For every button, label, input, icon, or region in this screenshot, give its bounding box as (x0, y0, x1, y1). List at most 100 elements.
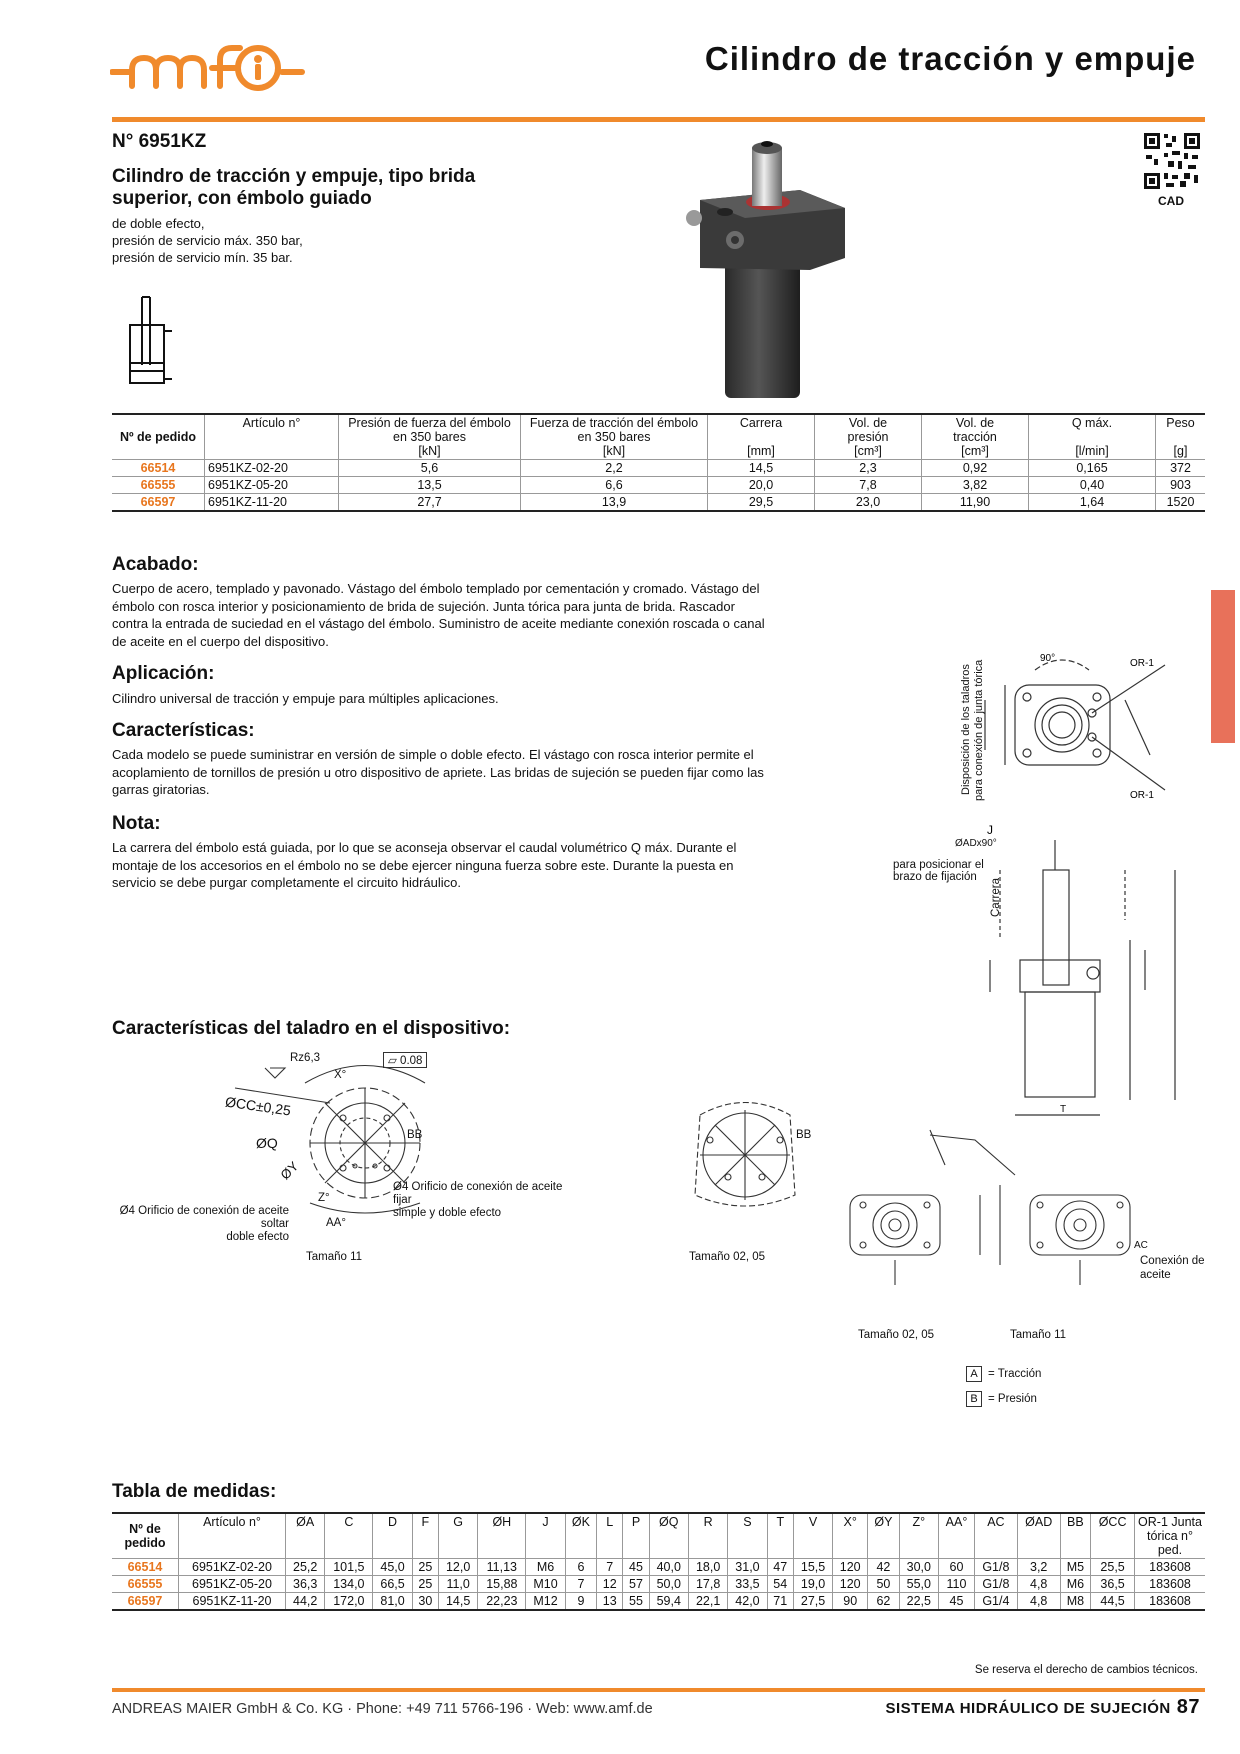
table-cell: 372 (1155, 459, 1205, 477)
system-label: SISTEMA HIDRÁULICO DE SUJECIÓN (885, 1700, 1171, 1717)
bb-label: BB (407, 1129, 423, 1141)
table-cell: 15,88 (477, 1575, 526, 1593)
bb2-label: BB (796, 1129, 812, 1141)
col-header: F (411, 1513, 439, 1559)
nota-text: La carrera del émbolo está guiada, por l… (112, 840, 737, 890)
stroke-label: Carrera (990, 878, 1002, 917)
product-sub-line: presión de servicio mín. 35 bar. (112, 250, 293, 265)
z-label: Z° (318, 1192, 330, 1204)
col-header: D (372, 1513, 413, 1559)
table-cell: 22,1 (687, 1592, 728, 1610)
table-cell: 120 (832, 1558, 868, 1576)
table-cell: 36,3 (284, 1575, 325, 1593)
table-cell: 30,0 (898, 1558, 939, 1576)
acabado-text: Cuerpo de acero, templado y pavonado. Vá… (112, 581, 765, 649)
table-cell: 55 (622, 1592, 650, 1610)
table-cell: 62 (867, 1592, 900, 1610)
col-header: V (792, 1513, 833, 1559)
table-cell: 7,8 (814, 476, 922, 494)
table-cell: 50,0 (648, 1575, 689, 1593)
section-tab[interactable] (1211, 590, 1235, 743)
order-number[interactable]: 66597 (112, 493, 205, 511)
page-number: 87 (1176, 1696, 1200, 1718)
col-header: OR-1 Junta tórica n° ped. (1134, 1513, 1205, 1559)
table-cell: 7 (564, 1575, 597, 1593)
rotated-label-1: Disposición de los taladros (960, 664, 972, 795)
table-cell: 14,5 (437, 1592, 478, 1610)
table-cell: 9 (564, 1592, 597, 1610)
taladro-heading: Características del taladro en el dispos… (112, 1018, 511, 1039)
spec-table: Nº de pedido Artículo n° Presión de fuer… (112, 413, 1205, 512)
table-cell: 57 (622, 1575, 650, 1593)
table-cell: 903 (1155, 476, 1205, 494)
table-cell: 5,6 (338, 459, 521, 477)
table-cell: 6951KZ-11-20 (204, 493, 339, 511)
table-cell: 50 (867, 1575, 900, 1593)
table-cell: 3,82 (921, 476, 1029, 494)
ad-label: ØADx90° (955, 838, 997, 849)
footer-rule (112, 1688, 1205, 1692)
table-cell: 40,0 (648, 1558, 689, 1576)
table-cell: 4,8 (1016, 1575, 1061, 1593)
table-cell: 22,23 (477, 1592, 526, 1610)
x-deg-label: X° (334, 1069, 347, 1081)
table-cell: 11,90 (921, 493, 1029, 511)
col-header: R (687, 1513, 728, 1559)
table-cell: 7 (596, 1558, 623, 1576)
col-order: Nº de pedido (124, 1522, 166, 1550)
order-number[interactable]: 66555 (112, 1575, 179, 1593)
order-number[interactable]: 66597 (112, 1592, 179, 1610)
table-cell: 20,0 (707, 476, 815, 494)
col-header: C (324, 1513, 373, 1559)
table-cell: 42 (867, 1558, 900, 1576)
order-number[interactable]: 66514 (112, 1558, 179, 1576)
footer-section: SISTEMA HIDRÁULICO DE SUJECIÓN 87 (885, 1696, 1200, 1719)
table-cell: 134,0 (324, 1575, 373, 1593)
size11-caption: Tamaño 11 (306, 1251, 363, 1263)
table-cell: 12,0 (437, 1558, 478, 1576)
header-rule (112, 117, 1205, 122)
table-cell: 15,5 (792, 1558, 833, 1576)
col-header: G (437, 1513, 478, 1559)
product-sub-line: de doble efecto, (112, 216, 205, 231)
order-number[interactable]: 66514 (112, 459, 205, 477)
size0205-caption: Tamaño 02, 05 (689, 1251, 766, 1263)
table-cell: 6951KZ-05-20 (178, 1575, 286, 1593)
col-header: ØCC (1090, 1513, 1135, 1559)
table-cell: 33,5 (727, 1575, 768, 1593)
product-photo (680, 138, 845, 408)
product-heading: Cilindro de tracción y empuje, tipo brid… (112, 166, 476, 209)
side-view-drawing: J (985, 820, 1205, 1120)
bore-size11-drawing (215, 1058, 445, 1238)
q-label: ØQ (256, 1135, 278, 1151)
table-cell: 1,64 (1028, 493, 1156, 511)
order-number[interactable]: 66555 (112, 476, 205, 494)
col-header: Z° (898, 1513, 939, 1559)
table-cell: 0,40 (1028, 476, 1156, 494)
table-cell: 6951KZ-05-20 (204, 476, 339, 494)
caracteristicas-heading: Características: (112, 720, 255, 741)
qr-code[interactable] (1142, 131, 1202, 191)
table-cell: 22,5 (898, 1592, 939, 1610)
table-cell: 14,5 (707, 459, 815, 477)
col-header: ØQ (648, 1513, 689, 1559)
col-header: ØA (284, 1513, 325, 1559)
table-cell: 6951KZ-02-20 (178, 1558, 286, 1576)
table-cell: 6 (564, 1558, 597, 1576)
table-cell: 18,0 (687, 1558, 728, 1576)
table-cell: M5 (1059, 1558, 1091, 1576)
rz-label: Rz6,3 (290, 1052, 321, 1064)
disclaimer: Se reserva el derecho de cambios técnico… (974, 1664, 1198, 1676)
cylinder-symbol-icon (128, 295, 173, 385)
col-header: J (525, 1513, 566, 1559)
table-cell: 1520 (1155, 493, 1205, 511)
